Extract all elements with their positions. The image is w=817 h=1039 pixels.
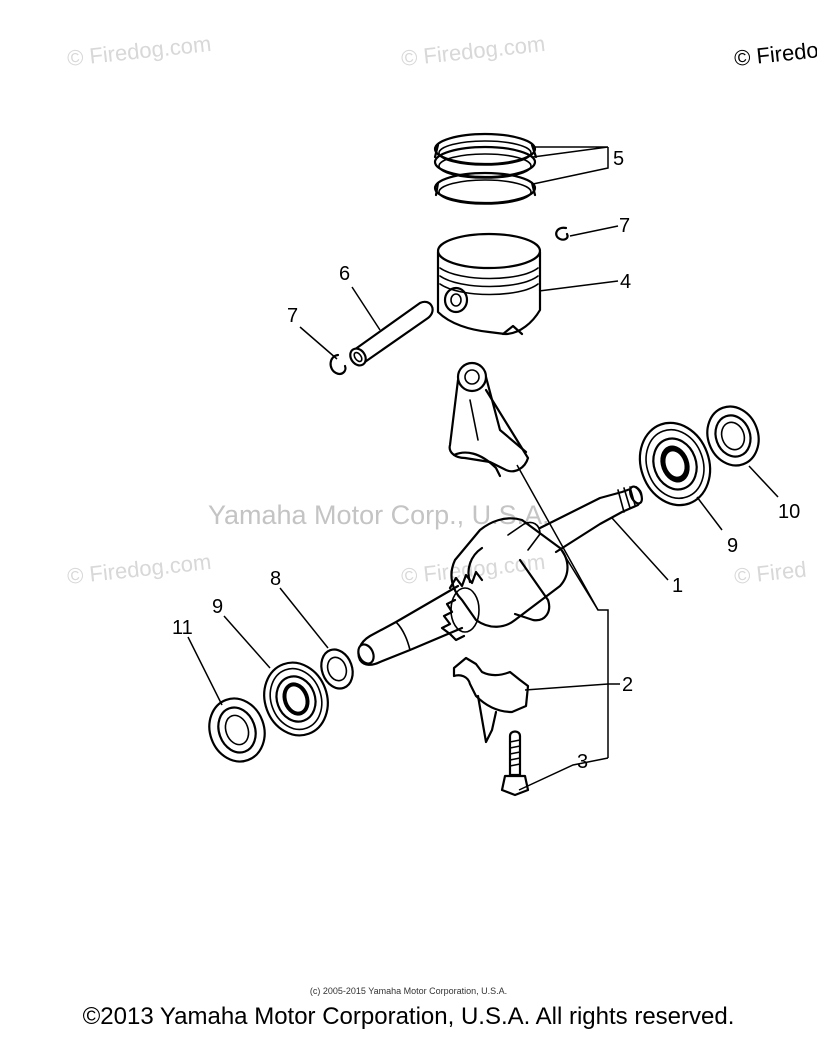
callout-4: 4 [620,271,631,293]
copyright-notice: ©2013 Yamaha Motor Corporation, U.S.A. A… [82,1003,735,1030]
crankshaft [357,485,644,666]
callout-5: 5 [613,148,624,170]
watermark-top-right: © Firedog [733,36,817,71]
callout-7-right: 7 [619,215,630,237]
callout-8: 8 [270,568,281,590]
oil-seal-right [706,405,760,467]
callout-3: 3 [577,751,588,773]
circlip-left [329,353,347,375]
bearing-left [263,661,329,737]
connecting-rod [448,361,530,478]
watermark-layer: © Firedog.com © Firedog.com © Firedog © … [66,31,817,589]
circlip-right [555,226,569,241]
piston-rings [433,132,538,205]
callout-7-left: 7 [287,305,298,327]
oil-seal-left [208,697,266,763]
callout-10: 10 [778,501,800,523]
watermark-top-middle: © Firedog.com [400,31,546,71]
callout-9-left: 9 [212,596,223,618]
piston [436,232,542,336]
rod-bolt [500,730,530,797]
rod-cap [452,656,530,744]
callout-11: 11 [172,617,193,639]
watermark-mid-right: © Fired [733,557,808,589]
watermark-top-left: © Firedog.com [66,31,212,71]
callout-6: 6 [339,263,350,285]
callout-9-right: 9 [727,535,738,557]
callout-labels: 5 7 4 6 7 10 9 1 8 9 11 2 3 [172,148,800,773]
piston-pin [349,300,434,367]
leader-lines [187,146,779,791]
callout-1: 1 [672,575,683,597]
small-copyright: (c) 2005-2015 Yamaha Motor Corporation, … [309,986,508,996]
watermark-mid-left: © Firedog.com [66,549,212,589]
watermark-center: Yamaha Motor Corp., U.S.A. [208,500,550,530]
washer [320,648,354,690]
callout-2: 2 [622,674,633,696]
bearing-right [638,421,712,507]
